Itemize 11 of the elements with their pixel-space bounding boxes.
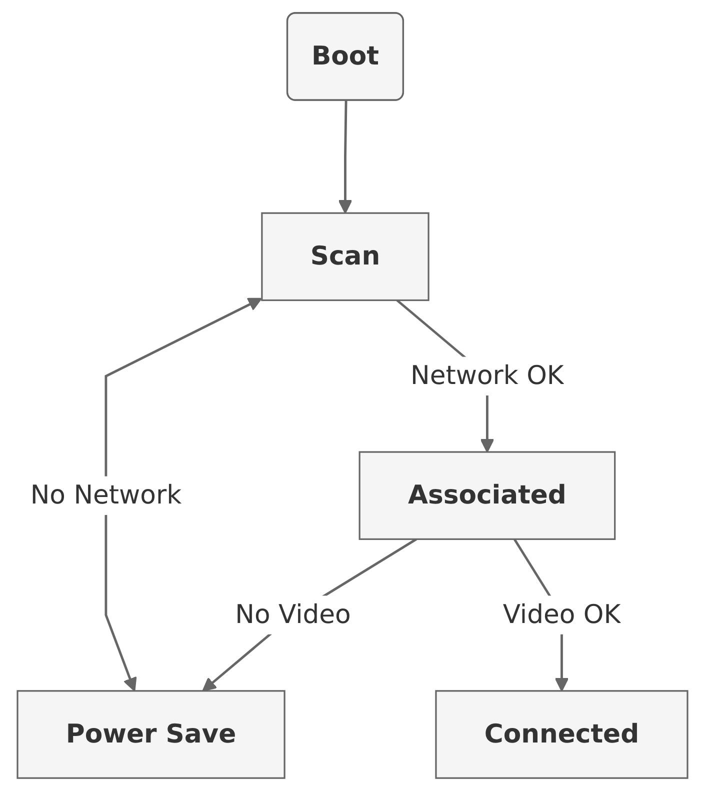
node-box: Power Save xyxy=(16,690,286,779)
arrow xyxy=(104,298,262,692)
arrow xyxy=(202,538,417,692)
edge-label: No Network xyxy=(30,479,182,510)
node-box: Connected xyxy=(435,690,688,779)
edge-label: No Video xyxy=(235,598,351,630)
node-box: Scan xyxy=(261,212,430,302)
arrow xyxy=(338,100,352,214)
node-box: Associated xyxy=(358,451,616,540)
edge-label: Network OK xyxy=(410,360,564,391)
edge-label: Video OK xyxy=(502,598,621,630)
